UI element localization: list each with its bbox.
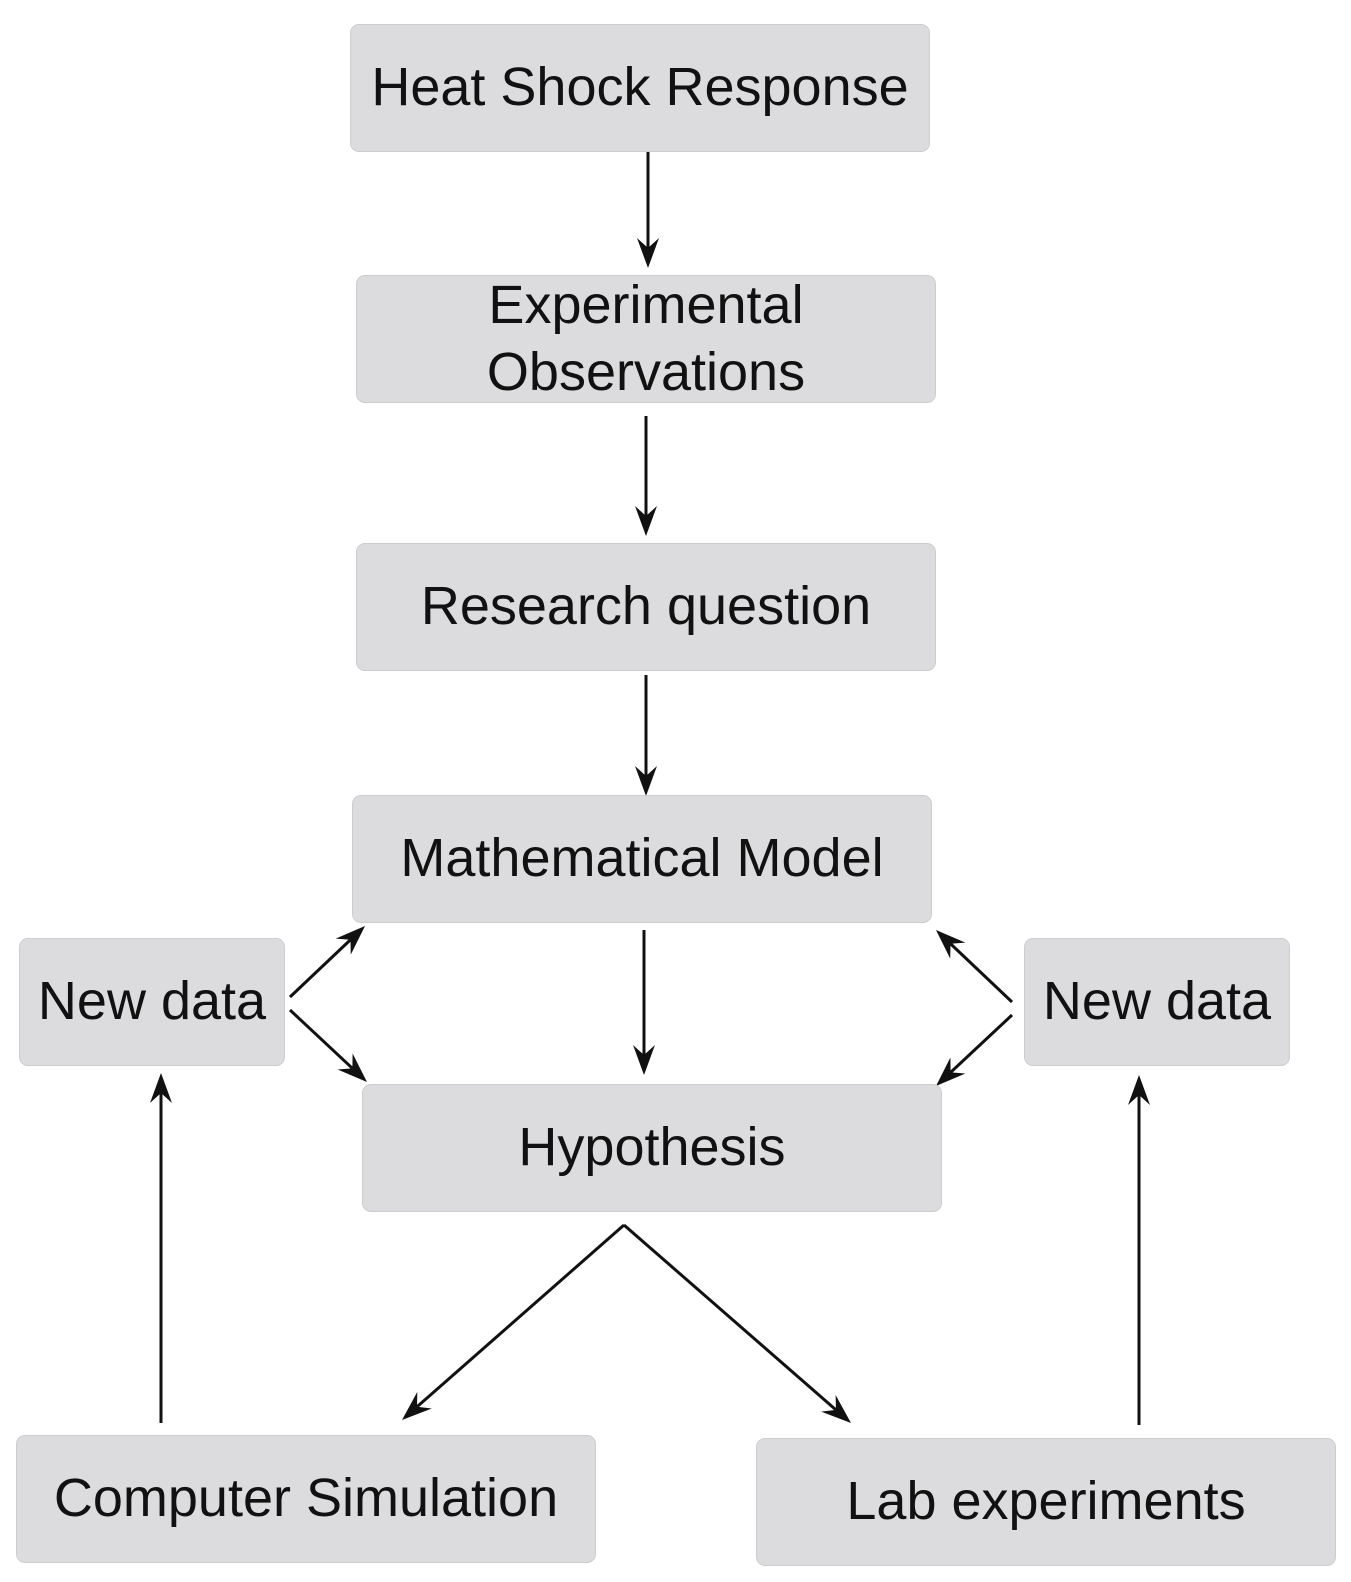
node-lab-experiments: Lab experiments xyxy=(756,1438,1336,1566)
arrow-new-data-right-to-hypothesis xyxy=(936,1013,1014,1086)
arrow-hypothesis-to-lab-experiments xyxy=(623,1223,851,1423)
arrow-head xyxy=(1128,1075,1150,1105)
arrow-computer-simulation-to-new-data-left xyxy=(150,1073,172,1423)
arrow-head xyxy=(150,1073,172,1103)
arrow-shaft xyxy=(288,938,352,999)
arrow-shaft xyxy=(416,1223,625,1408)
arrow-head xyxy=(635,506,657,536)
arrow-head xyxy=(633,1045,655,1075)
arrow-new-data-left-to-hypothesis xyxy=(288,1008,367,1082)
arrow-lab-experiments-to-new-data-right xyxy=(1128,1075,1150,1425)
arrow-head xyxy=(402,1391,432,1420)
arrow-shaft xyxy=(949,1013,1014,1074)
node-new-data-left: New data xyxy=(19,938,285,1066)
arrow-mathematical-model-to-hypothesis xyxy=(633,930,655,1075)
node-new-data-right: New data xyxy=(1024,938,1290,1066)
arrow-new-data-right-to-mathematical-model xyxy=(936,930,1014,1004)
arrow-shaft xyxy=(623,1223,837,1411)
arrow-head xyxy=(936,930,966,959)
arrow-experimental-observations-to-research-question xyxy=(635,416,657,536)
arrow-shaft xyxy=(949,942,1014,1004)
arrow-new-data-left-to-mathematical-model xyxy=(288,926,365,999)
node-mathematical-model: Mathematical Model xyxy=(352,795,932,923)
arrow-head xyxy=(936,1057,966,1086)
arrow-head xyxy=(335,926,365,955)
node-experimental-observations: Experimental Observations xyxy=(356,275,936,403)
arrow-head xyxy=(637,238,659,268)
arrow-head xyxy=(821,1394,851,1423)
arrow-heat-shock-response-to-experimental-observations xyxy=(637,150,659,268)
arrow-shaft xyxy=(288,1008,354,1070)
node-hypothesis: Hypothesis xyxy=(362,1084,942,1212)
arrow-head xyxy=(337,1053,367,1082)
arrow-research-question-to-mathematical-model xyxy=(635,675,657,796)
node-computer-simulation: Computer Simulation xyxy=(16,1435,596,1563)
node-research-question: Research question xyxy=(356,543,936,671)
node-heat-shock-response: Heat Shock Response xyxy=(350,24,930,152)
arrow-head xyxy=(635,766,657,796)
arrow-hypothesis-to-computer-simulation xyxy=(402,1223,625,1420)
